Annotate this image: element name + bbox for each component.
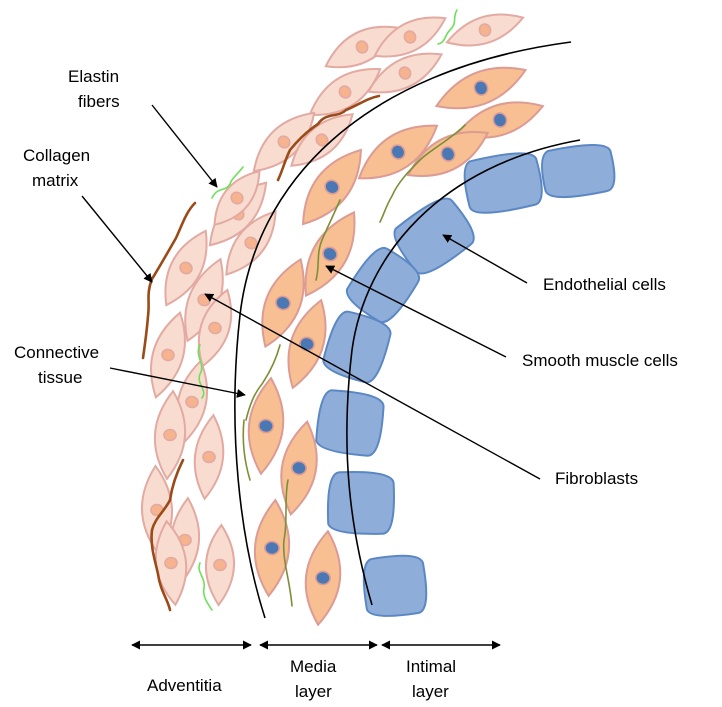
fibroblast-cell <box>205 525 236 606</box>
collagen-label: Collagen <box>23 146 90 165</box>
intimal-layer-label: layer <box>412 682 449 701</box>
nucleus-icon <box>315 571 331 585</box>
nucleus-icon <box>264 541 279 555</box>
nucleus-icon <box>164 557 177 569</box>
nucleus-icon <box>258 419 274 433</box>
elastin-arrow <box>152 105 217 187</box>
elastin-label: fibers <box>78 92 120 111</box>
media-intima-boundary <box>347 140 580 605</box>
endothelial-cell <box>327 471 395 535</box>
fibroblasts-label: Fibroblasts <box>555 469 638 488</box>
adventitia-label: Adventitia <box>147 676 222 695</box>
nucleus-icon <box>214 559 226 570</box>
smooth-muscle-cell <box>301 529 345 626</box>
intimal-layer-label: Intimal <box>406 657 456 676</box>
endothelial-cell <box>539 141 617 200</box>
endothelial-cell <box>314 388 386 458</box>
nucleus-icon <box>202 451 215 463</box>
connective-tissue-label: tissue <box>38 368 82 387</box>
endothelial-cell <box>461 149 545 217</box>
collagen-label: matrix <box>32 171 79 190</box>
endothelial-cells-label: Endothelial cells <box>543 275 666 294</box>
media-layer-label: layer <box>295 682 332 701</box>
smooth-muscle-cell <box>244 376 288 475</box>
connective-tissue-label: Connective <box>14 343 99 362</box>
endothelial-arrow <box>443 235 527 283</box>
smooth-muscle-cells-label: Smooth muscle cells <box>522 351 678 370</box>
cell-layer <box>140 5 617 626</box>
collagen-arrow <box>82 196 152 282</box>
elastin-label: Elastin <box>68 67 119 86</box>
endothelial-cell <box>362 554 429 619</box>
media-layer-label: Media <box>290 657 337 676</box>
nucleus-icon <box>164 429 177 441</box>
